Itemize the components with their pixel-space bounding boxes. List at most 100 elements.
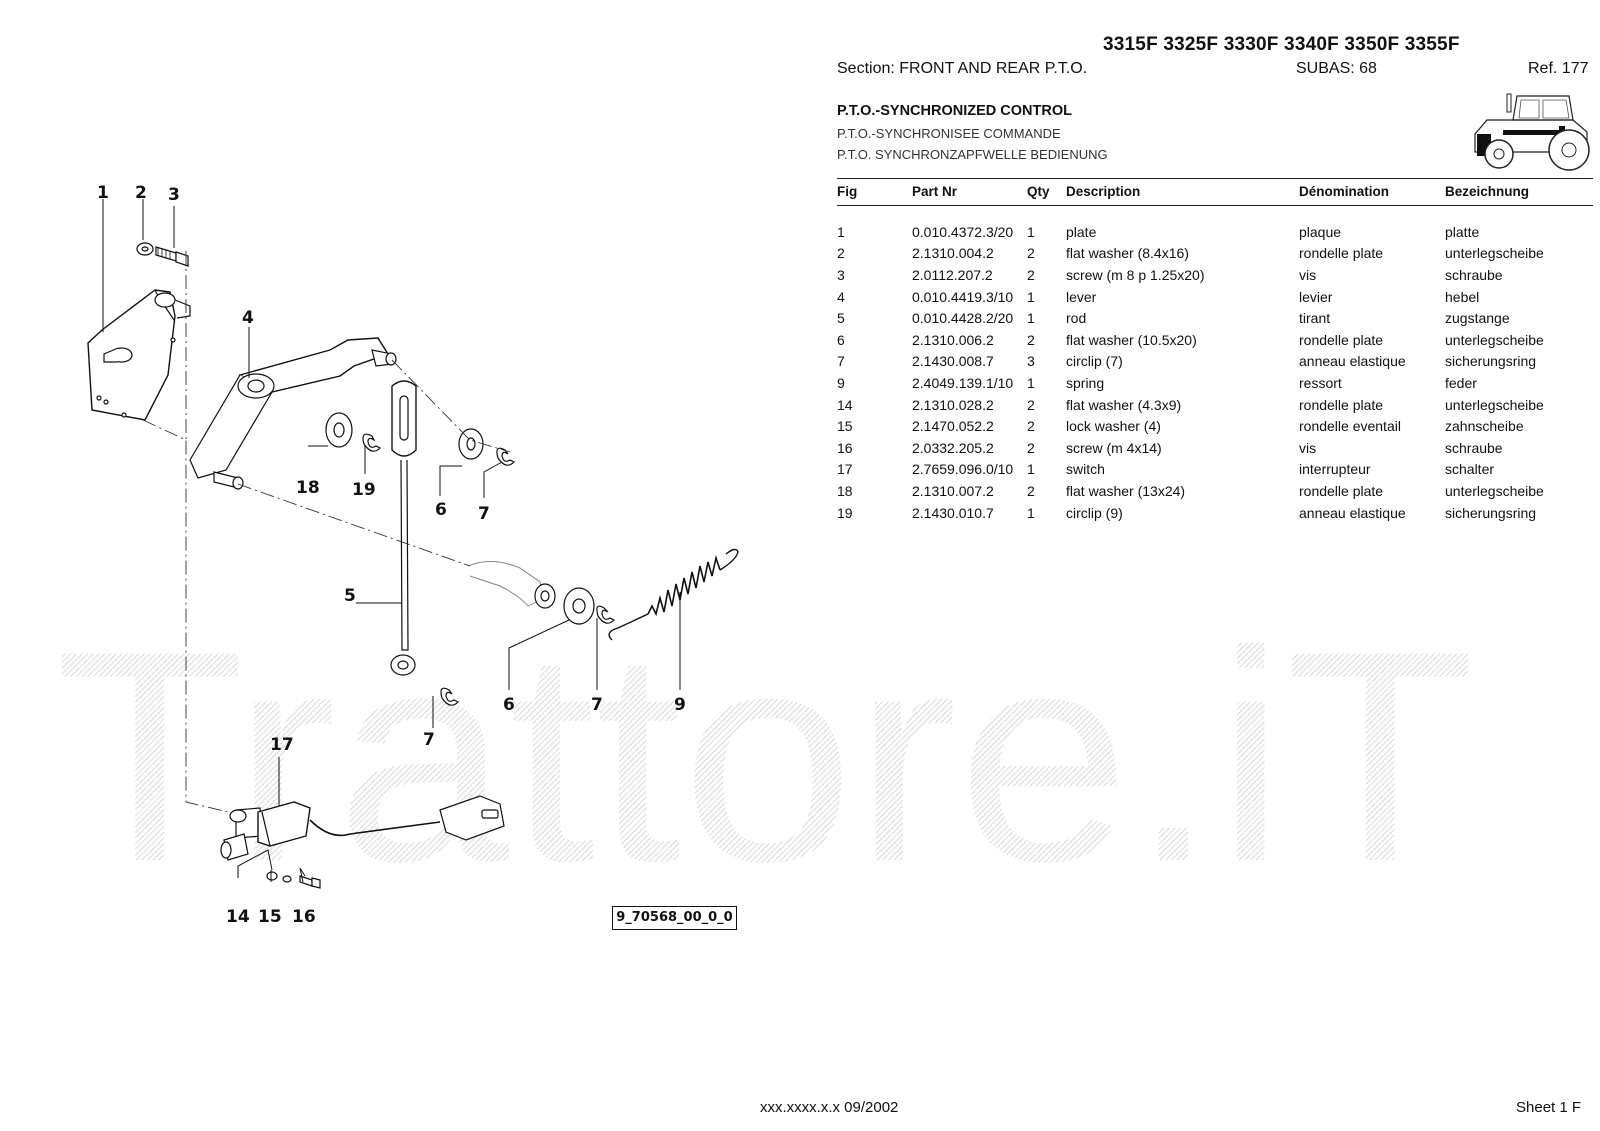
cell-denomination: vis [1299, 266, 1317, 283]
circlip-19-part [362, 433, 382, 452]
cell-fig: 3 [837, 266, 845, 283]
table-header-rule [837, 205, 1593, 206]
callout-6b: 6 [503, 695, 515, 715]
cell-denomination: ressort [1299, 374, 1342, 391]
title-english: P.T.O.-SYNCHRONIZED CONTROL [837, 103, 1072, 119]
cell-fig: 16 [837, 439, 853, 456]
callout-9: 9 [674, 695, 686, 715]
cell-denomination: rondelle plate [1299, 482, 1384, 499]
cell-part-nr: 2.1470.052.2 [912, 418, 994, 435]
cell-qty: 2 [1027, 439, 1035, 456]
cell-qty: 2 [1027, 266, 1035, 283]
cell-fig: 19 [837, 504, 853, 521]
cell-qty: 1 [1027, 461, 1035, 478]
cell-bezeichnung: unterlegscheibe [1445, 331, 1544, 348]
callout-7b: 7 [591, 695, 603, 715]
title-french: P.T.O.-SYNCHRONISEE COMMANDE [837, 126, 1061, 141]
cell-description: flat washer (13x24) [1066, 482, 1186, 499]
footer-sheet: Sheet 1 F [1516, 1099, 1582, 1116]
cell-qty: 2 [1027, 396, 1035, 413]
washer-2-part [136, 242, 154, 256]
cell-bezeichnung: platte [1445, 223, 1480, 240]
callout-1: 1 [97, 183, 109, 203]
cell-fig: 15 [837, 418, 853, 435]
cell-part-nr: 2.1310.007.2 [912, 482, 994, 499]
cell-qty: 2 [1027, 245, 1035, 262]
washer-15-part [282, 875, 292, 883]
cell-denomination: anneau elastique [1299, 353, 1406, 370]
cell-qty: 1 [1027, 310, 1035, 327]
cell-bezeichnung: zahnscheibe [1445, 418, 1524, 435]
callout-7c: 7 [423, 730, 435, 750]
cell-fig: 9 [837, 374, 845, 391]
callout-3: 3 [168, 185, 180, 205]
cell-fig: 4 [837, 288, 845, 305]
ghost-lever-part [467, 561, 556, 609]
callout-5: 5 [344, 586, 356, 606]
spring-part [608, 548, 739, 641]
header-qty: Qty [1027, 184, 1050, 199]
cell-bezeichnung: hebel [1445, 288, 1480, 305]
table-row: 16 2.0332.205.2 2 screw (m 4x14) vis schraube [837, 437, 1595, 459]
cell-description: screw (m 4x14) [1066, 439, 1162, 456]
screw-16-part [299, 875, 321, 889]
circlip-7a-part [496, 447, 516, 466]
cell-bezeichnung: schalter [1445, 461, 1495, 478]
cell-description: flat washer (4.3x9) [1066, 396, 1182, 413]
cell-part-nr: 0.010.4372.3/20 [912, 223, 1014, 240]
cell-qty: 2 [1027, 418, 1035, 435]
cell-denomination: rondelle plate [1299, 396, 1384, 413]
cell-fig: 14 [837, 396, 853, 413]
callout-18: 18 [296, 478, 320, 498]
cell-part-nr: 0.010.4428.2/20 [912, 310, 1014, 327]
center-lines [142, 251, 511, 813]
switch-part [220, 795, 505, 861]
header-fig: Fig [837, 184, 858, 199]
cell-fig: 18 [837, 482, 853, 499]
cell-bezeichnung: sicherungsring [1445, 353, 1537, 370]
cell-part-nr: 2.0112.207.2 [912, 266, 993, 283]
circlip-7b-part [596, 605, 616, 624]
cell-bezeichnung: schraube [1445, 439, 1503, 456]
figure-id-box: 9_70568_00_0_0 [612, 906, 737, 930]
washer-18-part [325, 412, 353, 448]
callout-19: 19 [352, 480, 376, 500]
cell-description: plate [1066, 223, 1097, 240]
cell-denomination: rondelle plate [1299, 245, 1384, 262]
cell-qty: 3 [1027, 353, 1035, 370]
cell-denomination: rondelle plate [1299, 331, 1384, 348]
leader-lines [102, 199, 681, 883]
cell-denomination: anneau elastique [1299, 504, 1406, 521]
cell-part-nr: 2.1430.008.7 [912, 353, 994, 370]
cell-description: circlip (9) [1066, 504, 1123, 521]
cell-qty: 1 [1027, 374, 1035, 391]
cell-description: circlip (7) [1066, 353, 1123, 370]
cell-description: screw (m 8 p 1.25x20) [1066, 266, 1205, 283]
callout-6a: 6 [435, 500, 447, 520]
cell-part-nr: 2.0332.205.2 [912, 439, 994, 456]
cell-denomination: vis [1299, 439, 1317, 456]
cell-part-nr: 2.1310.006.2 [912, 331, 994, 348]
callout-17: 17 [270, 735, 294, 755]
cell-denomination: plaque [1299, 223, 1342, 240]
cell-fig: 6 [837, 331, 845, 348]
cell-part-nr: 0.010.4419.3/10 [912, 288, 1014, 305]
cell-description: flat washer (10.5x20) [1066, 331, 1197, 348]
header-part-nr: Part Nr [912, 184, 958, 199]
cell-description: flat washer (8.4x16) [1066, 245, 1189, 262]
cell-bezeichnung: unterlegscheibe [1445, 396, 1544, 413]
watermark-text: Trattore.iT [55, 588, 1475, 924]
title-german: P.T.O. SYNCHRONZAPFWELLE BEDIENUNG [837, 147, 1108, 162]
cell-bezeichnung: zugstange [1445, 310, 1510, 327]
ref-label: Ref. 177 [1528, 60, 1589, 77]
